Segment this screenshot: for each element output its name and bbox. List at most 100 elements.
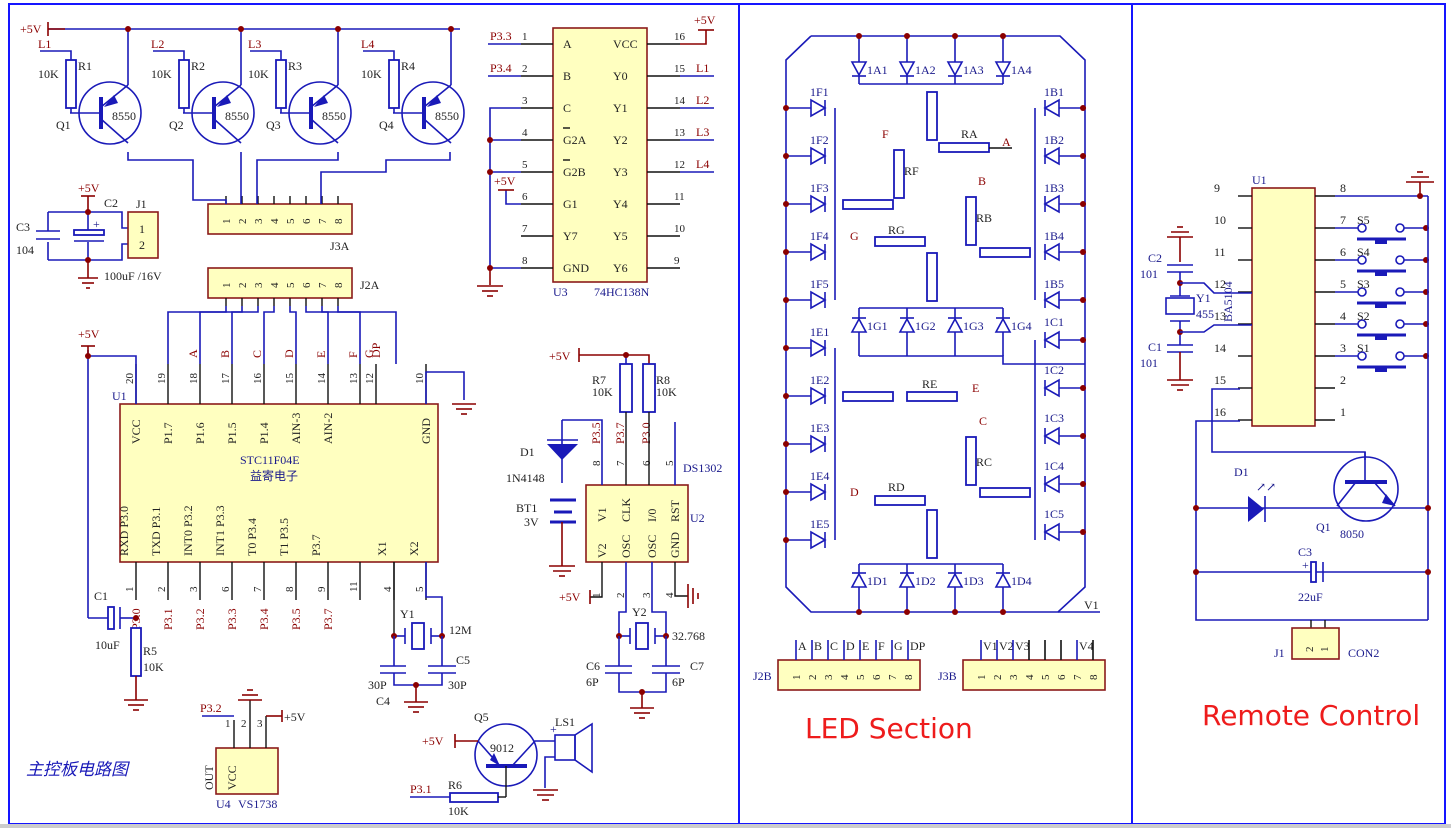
svg-text:7: 7 [522,223,528,235]
svg-text:V3: V3 [1015,639,1030,653]
svg-text:3V: 3V [524,515,539,529]
connector-pin: 5 [285,282,297,288]
svg-text:C2: C2 [1148,251,1162,265]
connector-pin: 3 [253,282,265,288]
connector-pin: 1 [221,219,233,225]
svg-text:P3.7: P3.7 [613,422,627,444]
svg-text:S5: S5 [1357,213,1370,227]
svg-text:1: 1 [225,718,231,730]
svg-text:C: C [979,414,987,428]
connector-pin: 2 [237,219,249,225]
svg-text:L4: L4 [696,157,709,171]
svg-text:3: 3 [522,95,528,107]
mcu-u1: U1 STC11F04E 益寄电子 20VCC19P1.718P1.6A17P1… [78,306,476,630]
svg-text:Q5: Q5 [474,710,489,724]
svg-text:U3: U3 [553,285,568,299]
svg-text:G: G [362,349,376,358]
svg-text:C1: C1 [94,589,108,603]
connector-pin: 3 [253,218,265,224]
svg-text:益寄电子: 益寄电子 [250,468,298,483]
led-1b5 [1043,290,1060,310]
svg-text:F: F [346,351,360,358]
svg-text:1G2: 1G2 [915,319,936,333]
svg-text:G: G [894,639,903,653]
svg-text:4: 4 [839,674,851,680]
svg-text:7: 7 [615,460,627,466]
svg-text:RC: RC [976,455,992,469]
power-input: +5V + 1 2 C3 104 C2 J1 100uF /16V [16,181,162,289]
svg-text:6: 6 [1340,245,1346,259]
svg-text:P3.3: P3.3 [490,29,512,43]
svg-text:32.768: 32.768 [672,629,705,643]
svg-text:15: 15 [1214,373,1226,387]
svg-text:L2: L2 [151,37,164,51]
svg-text:D1: D1 [1234,465,1249,479]
svg-text:1B3: 1B3 [1044,181,1064,195]
svg-text:G2B: G2B [563,165,586,179]
resistor-r4 [388,59,400,109]
svg-text:13: 13 [1214,309,1226,323]
svg-text:Y1: Y1 [400,607,415,621]
led-1d3 [946,572,964,588]
svg-text:3: 3 [257,718,263,730]
svg-text:E: E [862,639,869,653]
resistor-r1 [65,59,77,109]
svg-text:J1: J1 [1274,646,1285,660]
svg-text:P1.5: P1.5 [225,422,239,444]
bottom-scrollbar[interactable] [0,824,1451,828]
svg-text:AIN-3: AIN-3 [289,413,303,444]
svg-text:8550: 8550 [112,109,136,123]
svg-text:4: 4 [1024,674,1036,680]
svg-text:1B4: 1B4 [1044,229,1064,243]
resistor- [926,252,938,302]
svg-text:Y0: Y0 [613,69,628,83]
svg-text:P3.5: P3.5 [589,422,603,444]
svg-text:100uF /16V: 100uF /16V [104,269,162,283]
svg-text:Q2: Q2 [169,118,184,132]
svg-text:1E5: 1E5 [810,517,829,531]
led-1a3 [946,61,964,77]
connector-pin: 6 [301,282,313,288]
remote-section-title: Remote Control [1202,699,1420,732]
svg-text:STC11F04E: STC11F04E [240,453,300,467]
svg-text:S2: S2 [1357,309,1370,323]
svg-text:R2: R2 [191,59,205,73]
svg-text:X1: X1 [375,541,389,556]
switch-s4 [1357,255,1367,265]
svg-text:CLK: CLK [619,498,633,522]
svg-text:12: 12 [364,373,376,384]
led-1c3 [1043,426,1060,446]
svg-text:Y1: Y1 [613,101,628,115]
svg-text:10K: 10K [38,67,59,81]
svg-text:BA5104: BA5104 [1221,281,1235,322]
svg-text:1B1: 1B1 [1044,85,1064,99]
resistor-ra [926,91,938,141]
svg-text:R3: R3 [288,59,302,73]
svg-text:GND: GND [563,261,589,275]
crystal-y1: Y1 12M 30P C4 C5 30P [368,562,472,713]
svg-text:Q1: Q1 [56,118,71,132]
j3a-name: J3A [330,239,350,253]
svg-text:D1: D1 [520,445,535,459]
svg-text:5: 5 [522,159,528,171]
svg-text:I/0: I/0 [645,509,659,522]
title-cn: 主控板电路图 [26,760,130,780]
svg-text:10uF: 10uF [95,638,120,652]
svg-text:14: 14 [1214,341,1226,355]
led-1e3 [810,434,827,454]
connector-pin: 8 [333,218,345,224]
svg-text:D: D [282,349,296,358]
resistor-rd [874,495,926,506]
switch-s5 [1357,223,1367,233]
resistor-rf [893,149,905,199]
svg-text:14: 14 [316,373,328,385]
svg-text:2: 2 [1304,647,1316,653]
svg-text:1F1: 1F1 [810,85,829,99]
svg-text:7: 7 [252,586,264,592]
svg-text:GND: GND [419,418,433,444]
svg-text:C: C [250,350,264,358]
switch-s3 [1357,287,1367,297]
svg-text:Q4: Q4 [379,118,394,132]
svg-text:10: 10 [1214,213,1226,227]
